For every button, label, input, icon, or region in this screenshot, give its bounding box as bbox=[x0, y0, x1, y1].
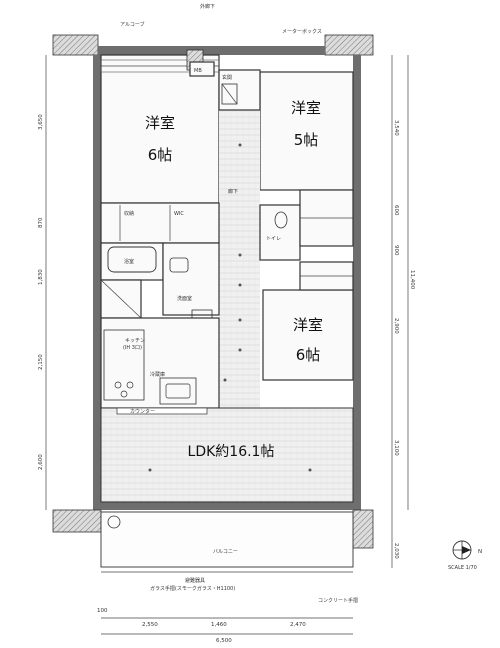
room1-label: 洋室 bbox=[145, 114, 175, 132]
dim-right-total: 11,400 bbox=[409, 270, 415, 290]
room-western-2 bbox=[259, 71, 354, 191]
ldk-label: LDK約16.1帖 bbox=[188, 444, 275, 460]
dim-right-2: 600 bbox=[393, 205, 399, 216]
note-1: 避難器具 bbox=[185, 577, 205, 584]
balcony-label: バルコニー bbox=[213, 549, 238, 555]
toilet-room bbox=[259, 204, 301, 261]
kitchen-sink bbox=[159, 377, 197, 405]
dims-right: 3,540 600 900 2,900 3,100 2,030 11,400 bbox=[393, 120, 415, 559]
bath-room bbox=[100, 242, 164, 281]
washroom bbox=[162, 242, 220, 316]
dim-bottom-1: 2,550 bbox=[142, 622, 158, 628]
mb-box bbox=[189, 61, 215, 77]
dim-bottom-total: 6,500 bbox=[216, 638, 232, 644]
closet-block bbox=[100, 202, 220, 244]
washbasin bbox=[169, 257, 189, 273]
compass-label: N bbox=[478, 549, 482, 555]
balcony bbox=[100, 511, 354, 568]
dim-right-4: 2,900 bbox=[393, 318, 399, 334]
top-wall bbox=[98, 46, 325, 55]
dims-left: 3,650 870 1,830 2,150 2,600 bbox=[38, 114, 44, 470]
genkan bbox=[218, 69, 261, 111]
bottom-left-column bbox=[52, 509, 102, 533]
top-left-column bbox=[52, 34, 99, 56]
room2-label: 洋室 bbox=[291, 99, 321, 117]
meter-box-label: メーターボックス bbox=[282, 28, 322, 35]
evacuation-hatch bbox=[107, 515, 121, 529]
room-western-1 bbox=[100, 54, 220, 204]
dim-right-5: 3,100 bbox=[393, 440, 399, 456]
ldk-area bbox=[100, 407, 354, 503]
note-2: ガラス手摺(スモークガラス・H1100) bbox=[150, 585, 235, 592]
compass-icon bbox=[452, 540, 472, 560]
bottom-right-column bbox=[352, 509, 374, 549]
dim-left-2: 870 bbox=[38, 217, 44, 228]
dim-bottom-small: 100 bbox=[97, 608, 108, 614]
wic-label: WIC bbox=[174, 211, 184, 217]
counter bbox=[116, 407, 208, 415]
note-3: コンクリート手摺 bbox=[318, 597, 358, 604]
dim-right-3: 900 bbox=[393, 245, 399, 256]
washroom-label: 洗面室 bbox=[177, 295, 192, 302]
room-western-3 bbox=[262, 289, 354, 381]
left-wall bbox=[93, 55, 101, 510]
dim-bottom-3: 2,470 bbox=[290, 622, 306, 628]
mb-label: MB bbox=[194, 68, 202, 74]
top-right-column bbox=[324, 34, 374, 56]
kitchen-sub-label: (IH 3口) bbox=[123, 345, 142, 351]
bathtub bbox=[107, 246, 157, 273]
room3-size: 6帖 bbox=[296, 346, 321, 364]
dim-left-5: 2,600 bbox=[38, 454, 44, 470]
room2-size: 5帖 bbox=[294, 131, 319, 149]
ceiling-lights bbox=[148, 143, 312, 472]
scale-label: SCALE 1/70 bbox=[448, 565, 477, 571]
dim-right-1: 3,540 bbox=[393, 120, 399, 136]
dim-bottom-2: 1,460 bbox=[211, 622, 227, 628]
room1-size: 6帖 bbox=[148, 146, 173, 164]
room3-label: 洋室 bbox=[293, 316, 323, 334]
bottom-wall bbox=[101, 502, 353, 510]
toilet-bowl bbox=[274, 211, 288, 229]
bath-label: 浴室 bbox=[124, 258, 134, 265]
fridge-label: 冷蔵庫 bbox=[150, 371, 165, 378]
hallway bbox=[219, 110, 260, 440]
dim-left-3: 1,830 bbox=[38, 269, 44, 285]
dim-left-4: 2,150 bbox=[38, 354, 44, 370]
corridor-label: 外廊下 bbox=[200, 3, 215, 10]
hallway-label: 廊下 bbox=[228, 188, 238, 195]
kitchen-counter bbox=[103, 329, 145, 401]
closet-label: 収納 bbox=[124, 210, 134, 217]
genkan-label: 玄関 bbox=[222, 74, 232, 81]
dim-left-1: 3,650 bbox=[38, 114, 44, 130]
counter-label: カウンター bbox=[130, 408, 155, 415]
toilet-label: トイレ bbox=[266, 236, 281, 242]
right-wall bbox=[353, 55, 361, 510]
alcove-label: アルコーブ bbox=[120, 21, 145, 28]
dims-bottom: 100 2,550 1,460 2,470 6,500 bbox=[97, 608, 306, 644]
dim-right-6: 2,030 bbox=[393, 543, 399, 559]
kitchen-label: キッチン bbox=[125, 338, 145, 344]
